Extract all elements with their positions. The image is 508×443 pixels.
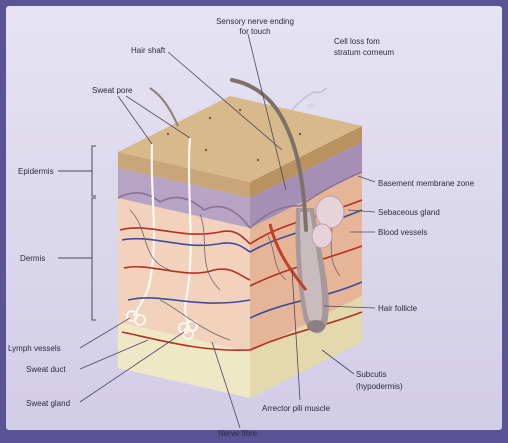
label-sebaceous-gland: Sebaceous gland <box>378 208 440 217</box>
label-subcutis-2: (hypodermis) <box>356 382 403 391</box>
label-subcutis-1: Subcutis <box>356 370 387 379</box>
label-arrector-pili-muscle: Arrector pili muscle <box>262 404 331 413</box>
hair-bulb <box>307 320 325 332</box>
label-sweat-gland: Sweat gland <box>26 399 70 408</box>
label-blood-vessels: Blood vessels <box>378 228 427 237</box>
label-epidermis: Epidermis <box>18 167 54 176</box>
label-cell-loss-2: stratum corneum <box>334 48 394 57</box>
label-hair-shaft: Hair shaft <box>131 46 166 55</box>
label-lymph-vessels: Lymph vessels <box>8 344 61 353</box>
label-sweat-duct: Sweat duct <box>26 365 66 374</box>
label-nerve-fibre: Nerve fibre <box>218 429 258 438</box>
label-sensory-nerve-ending-2: for touch <box>239 27 270 36</box>
label-sensory-nerve-ending-1: Sensory nerve ending <box>216 17 294 26</box>
label-basement-membrane-zone: Basement membrane zone <box>378 179 475 188</box>
label-hair-follicle: Hair follicle <box>378 304 418 313</box>
label-dermis: Dermis <box>20 254 45 263</box>
label-cell-loss-1: Cell loss fom <box>334 37 380 46</box>
label-sweat-pore: Sweat pore <box>92 86 133 95</box>
